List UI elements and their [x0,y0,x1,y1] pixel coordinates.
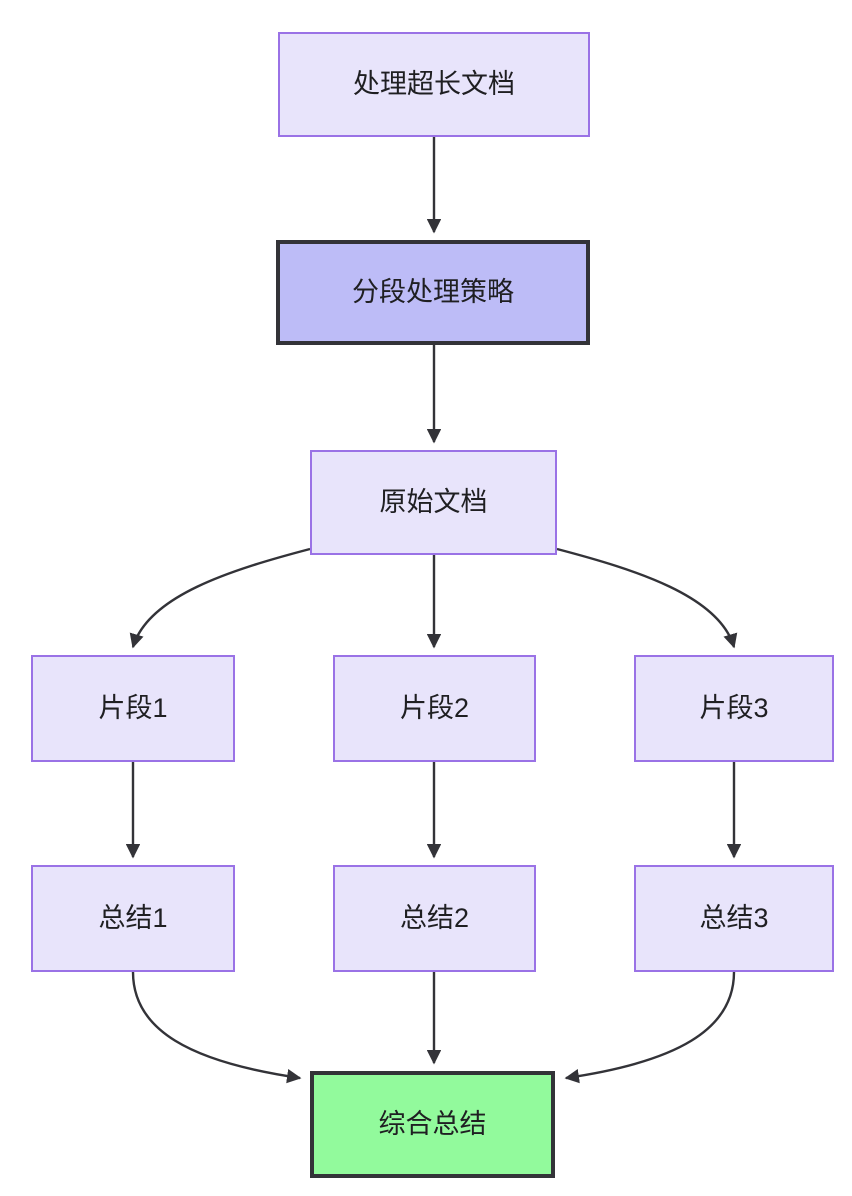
edge-n3-n4 [129,547,311,649]
node-label: 综合总结 [378,1109,487,1140]
node-label: 片段1 [98,693,168,724]
edge-n7-n10 [131,971,302,1084]
node-fragment-3[interactable]: 片段3 [634,655,834,762]
edge-n9-n10 [564,971,736,1084]
node-original-document[interactable]: 原始文档 [310,450,557,555]
edge-n3-n6 [556,547,738,649]
node-fragment-1[interactable]: 片段1 [31,655,235,762]
node-fragment-2[interactable]: 片段2 [333,655,536,762]
node-label: 处理超长文档 [353,69,515,100]
node-process-long-document[interactable]: 处理超长文档 [278,32,590,137]
node-comprehensive-summary[interactable]: 综合总结 [310,1071,555,1178]
node-label: 总结2 [399,903,470,934]
node-label: 分段处理策略 [352,277,514,308]
node-summary-3[interactable]: 总结3 [634,865,834,972]
node-label: 片段3 [699,693,769,724]
node-chunking-strategy[interactable]: 分段处理策略 [276,240,590,345]
node-label: 原始文档 [379,487,488,518]
node-label: 总结1 [98,903,168,934]
node-summary-1[interactable]: 总结1 [31,865,235,972]
node-label: 片段2 [399,693,470,724]
node-summary-2[interactable]: 总结2 [333,865,536,972]
node-label: 总结3 [699,903,769,934]
